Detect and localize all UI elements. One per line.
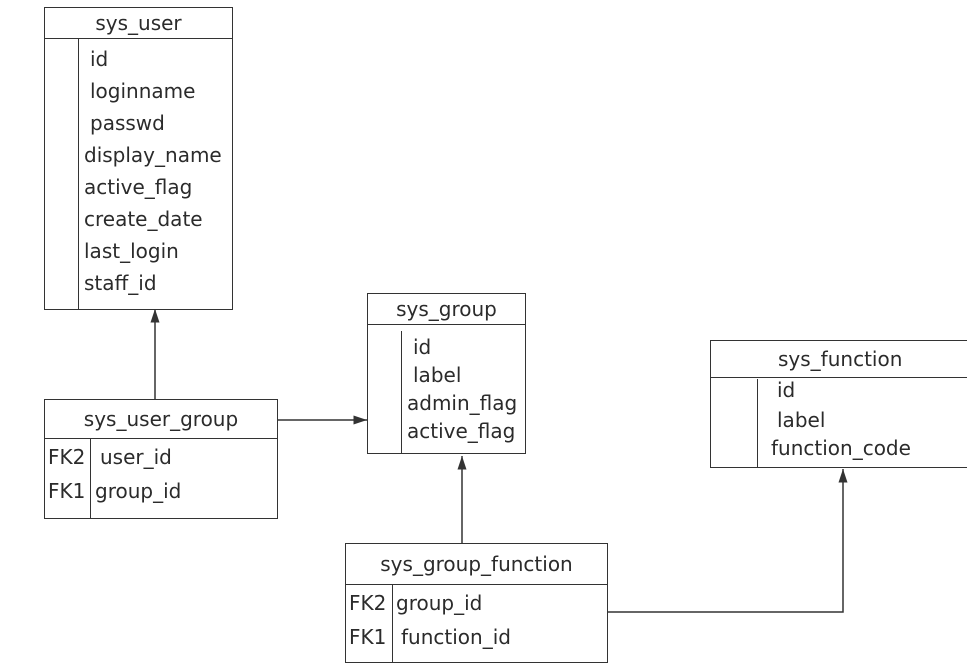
rel-group-function-to-function — [607, 469, 848, 613]
table-body: FK2 FK1 user_id group_id — [45, 438, 277, 518]
field-loginname: loginname — [90, 79, 196, 103]
field-id: id — [90, 47, 109, 71]
key-column — [45, 438, 91, 518]
key-fk2: FK2 — [48, 445, 86, 469]
table-title: sys_user — [45, 8, 232, 39]
key-column — [45, 38, 79, 309]
table-body: id label admin_flag active_flag — [368, 331, 525, 453]
field-active-flag: active_flag — [407, 419, 516, 443]
key-fk2: FK2 — [349, 591, 387, 615]
table-title: sys_function — [711, 341, 967, 378]
field-active-flag: active_flag — [84, 175, 193, 199]
field-staff-id: staff_id — [84, 271, 157, 295]
table-body: id label function_code — [711, 378, 967, 467]
field-last-login: last_login — [84, 239, 179, 263]
field-group-id: group_id — [396, 591, 483, 615]
field-admin-flag: admin_flag — [407, 391, 518, 415]
table-body: FK2 FK1 group_id function_id — [346, 584, 607, 662]
table-body: id loginname passwd display_name active_… — [45, 38, 232, 309]
field-function-code: function_code — [771, 436, 911, 460]
field-group-id: group_id — [95, 479, 182, 503]
key-column — [711, 379, 758, 467]
table-sys-function: sys_function id label function_code — [710, 340, 967, 468]
table-sys-user: sys_user id loginname passwd display_nam… — [44, 7, 233, 310]
table-sys-user-group: sys_user_group FK2 FK1 user_id group_id — [44, 399, 278, 519]
table-sys-group: sys_group id label admin_flag active_fla… — [367, 293, 526, 454]
field-passwd: passwd — [90, 111, 165, 135]
field-label: label — [413, 363, 462, 387]
table-title: sys_group_function — [346, 544, 607, 585]
field-create-date: create_date — [84, 207, 203, 231]
field-display-name: display_name — [84, 143, 222, 167]
field-id: id — [413, 335, 432, 359]
key-column — [368, 331, 402, 453]
table-title: sys_user_group — [45, 400, 277, 439]
key-fk1: FK1 — [48, 479, 86, 503]
field-user-id: user_id — [100, 445, 172, 469]
field-id: id — [777, 378, 796, 402]
table-title: sys_group — [368, 294, 525, 325]
field-function-id: function_id — [401, 625, 511, 649]
table-sys-group-function: sys_group_function FK2 FK1 group_id func… — [345, 543, 608, 663]
key-column — [346, 584, 393, 662]
key-fk1: FK1 — [349, 625, 387, 649]
field-label: label — [777, 408, 826, 432]
